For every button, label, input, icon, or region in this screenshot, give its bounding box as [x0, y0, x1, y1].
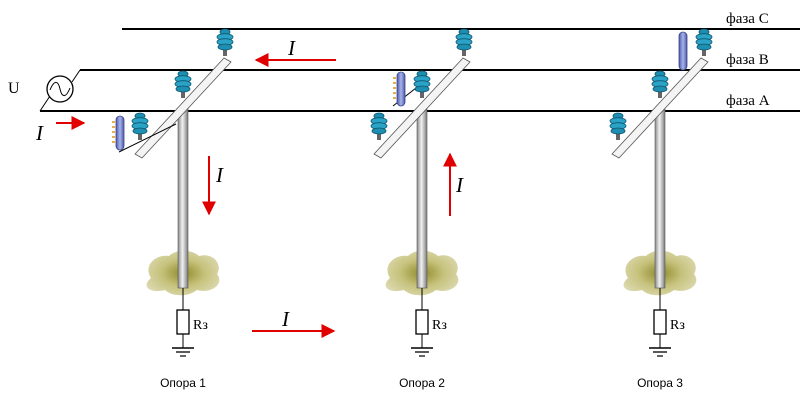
- current-label-pole-2: I: [455, 173, 464, 197]
- arrester-1-icon: [115, 115, 125, 151]
- resistor-2-label: Rз: [432, 318, 447, 333]
- insulator-3-a: [609, 112, 627, 141]
- current-label-phase-b: I: [287, 36, 296, 60]
- pole-3-mast: [654, 107, 666, 289]
- crossarm-1: [134, 57, 232, 159]
- insulator-3-c: [695, 28, 713, 57]
- source-lead-b: [71, 69, 81, 83]
- phase-b-label: фаза В: [726, 52, 769, 68]
- insulator-3-b: [651, 70, 669, 99]
- crossarm-1-brace: [118, 123, 177, 153]
- insulator-2-b: [413, 70, 431, 99]
- source-lead-a: [39, 95, 51, 112]
- crossarm-2: [373, 57, 471, 159]
- insulator-2-c: [455, 28, 473, 57]
- earth-resistor-3-icon: [648, 287, 672, 357]
- pole-1: [112, 28, 234, 357]
- crossarm-3: [611, 57, 709, 159]
- insulator-1-b: [174, 70, 192, 99]
- pole-1-mast: [177, 107, 189, 289]
- pole-2-label: Опора 2: [399, 376, 445, 390]
- arrester-3-icon: [678, 31, 688, 71]
- phase-c-label: фаза С: [726, 11, 769, 27]
- current-label-pole-1: I: [215, 163, 224, 187]
- earth-resistor-2-icon: [410, 287, 434, 357]
- arrester-1-ticks: [112, 121, 115, 143]
- insulator-1-c: [216, 28, 234, 57]
- pole-2: [370, 28, 473, 357]
- phase-a-label: фаза А: [726, 93, 770, 109]
- earth-resistor-1-icon: [171, 287, 195, 357]
- arrester-2-ticks: [393, 77, 396, 99]
- pole-3-label: Опора 3: [637, 376, 683, 390]
- resistor-1-label: Rз: [193, 318, 208, 333]
- pole-3: [609, 28, 713, 357]
- arrester-2-icon: [396, 71, 406, 107]
- sine-icon: [49, 81, 71, 97]
- insulator-2-a: [370, 112, 388, 141]
- current-label-ground: I: [281, 307, 290, 331]
- insulator-1-a: [131, 112, 149, 141]
- source-voltage-label: U: [8, 80, 20, 97]
- current-label-input: I: [35, 121, 44, 145]
- resistor-3-label: Rз: [670, 318, 685, 333]
- pole-1-label: Опора 1: [160, 376, 206, 390]
- pole-2-mast: [416, 107, 428, 289]
